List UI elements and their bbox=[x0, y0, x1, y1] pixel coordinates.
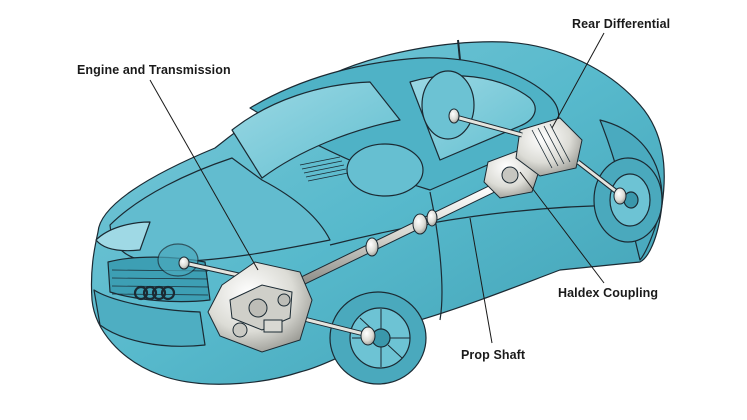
leader-lines bbox=[149, 32, 605, 344]
engine-transmission bbox=[207, 261, 313, 353]
prop-shaft-leader-line bbox=[469, 217, 493, 344]
front-right-wheel bbox=[329, 291, 427, 385]
rear-axle-left bbox=[448, 108, 523, 138]
label-haldex-coupling: Haldex Coupling bbox=[558, 286, 659, 300]
drivetrain bbox=[178, 108, 627, 353]
rear-axle-right bbox=[576, 160, 627, 205]
rear-right-wheel bbox=[593, 157, 663, 243]
front-left-wheel bbox=[157, 243, 199, 277]
seat-headrest bbox=[421, 70, 475, 140]
hood-vents bbox=[299, 156, 349, 182]
prop-shaft bbox=[298, 180, 502, 287]
haldex-leader-line bbox=[519, 171, 605, 284]
antenna bbox=[457, 39, 461, 61]
windshield bbox=[231, 81, 401, 179]
rear-differential bbox=[515, 117, 583, 177]
brand-rings-logo bbox=[133, 285, 176, 301]
rear-diff-leader-line bbox=[551, 32, 605, 129]
label-engine-and-transmission: Engine and Transmission bbox=[77, 63, 231, 77]
headlight bbox=[95, 221, 151, 252]
front-axle-right bbox=[299, 315, 376, 346]
label-prop-shaft: Prop Shaft bbox=[461, 348, 526, 362]
wheels bbox=[157, 157, 663, 385]
engine-leader-line bbox=[149, 79, 259, 271]
label-rear-differential: Rear Differential bbox=[572, 17, 671, 31]
seat-back bbox=[346, 143, 424, 197]
front-bumper bbox=[93, 289, 206, 347]
door-line bbox=[429, 191, 443, 321]
